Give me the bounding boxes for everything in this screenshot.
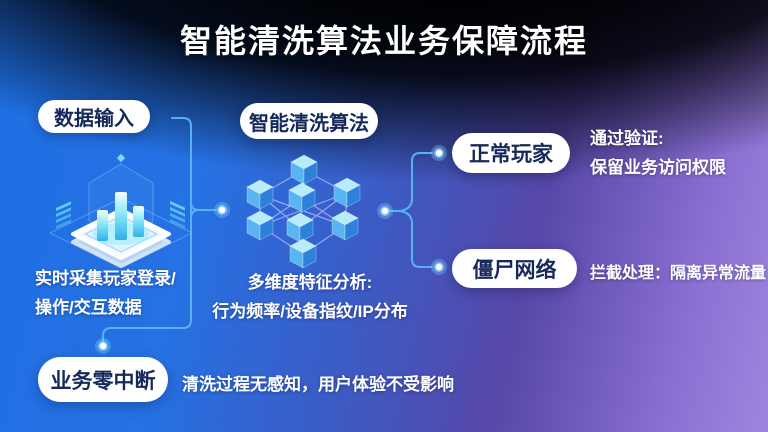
normal-player-desc-line1: 通过验证: bbox=[590, 129, 664, 148]
algorithm-desc-line2: 行为频率/设备指纹/IP分布 bbox=[212, 302, 408, 321]
algorithm-desc-line1: 多维度特征分析: bbox=[247, 273, 373, 292]
glow-dot bbox=[431, 145, 447, 161]
node-zero-interruption-label: 业务零中断 bbox=[50, 369, 156, 393]
connector-right-upper bbox=[389, 152, 433, 212]
data-input-desc-line1: 实时采集玩家登录/ bbox=[35, 269, 176, 288]
glow-dot bbox=[431, 259, 447, 275]
cube-network-icon bbox=[246, 154, 361, 269]
glow-dot bbox=[377, 203, 393, 219]
node-botnet-label: 僵尸网络 bbox=[472, 258, 557, 282]
node-data-input-label: 数据输入 bbox=[54, 108, 134, 130]
node-algorithm: 智能清洗算法 bbox=[240, 103, 378, 139]
algorithm-desc: 多维度特征分析: 行为频率/设备指纹/IP分布 bbox=[210, 268, 410, 326]
zero-interruption-desc: 清洗过程无感知，用户体验不受影响 bbox=[182, 375, 454, 394]
node-data-input: 数据输入 bbox=[38, 100, 150, 133]
glow-dot bbox=[95, 338, 111, 354]
data-input-desc-line2: 操作/交互数据 bbox=[35, 298, 142, 317]
node-normal-player: 正常玩家 bbox=[452, 133, 570, 173]
normal-player-desc-line2: 保留业务访问权限 bbox=[590, 158, 726, 177]
node-zero-interruption: 业务零中断 bbox=[38, 357, 168, 402]
glow-dots bbox=[95, 145, 447, 354]
normal-player-desc: 通过验证: 保留业务访问权限 bbox=[590, 124, 726, 182]
page-title: 智能清洗算法业务保障流程 bbox=[179, 23, 588, 59]
data-platform-icon bbox=[48, 153, 194, 269]
node-botnet: 僵尸网络 bbox=[452, 249, 577, 288]
botnet-desc: 拦截处理：隔离异常流量 bbox=[590, 265, 767, 282]
node-algorithm-label: 智能清洗算法 bbox=[249, 112, 369, 135]
connector-left-spur bbox=[190, 201, 217, 219]
node-normal-player-label: 正常玩家 bbox=[469, 143, 553, 166]
data-input-desc: 实时采集玩家登录/ 操作/交互数据 bbox=[35, 264, 176, 322]
connector-left-line bbox=[102, 117, 192, 342]
glow-dot bbox=[214, 202, 230, 218]
connector-right-lower bbox=[389, 210, 433, 268]
